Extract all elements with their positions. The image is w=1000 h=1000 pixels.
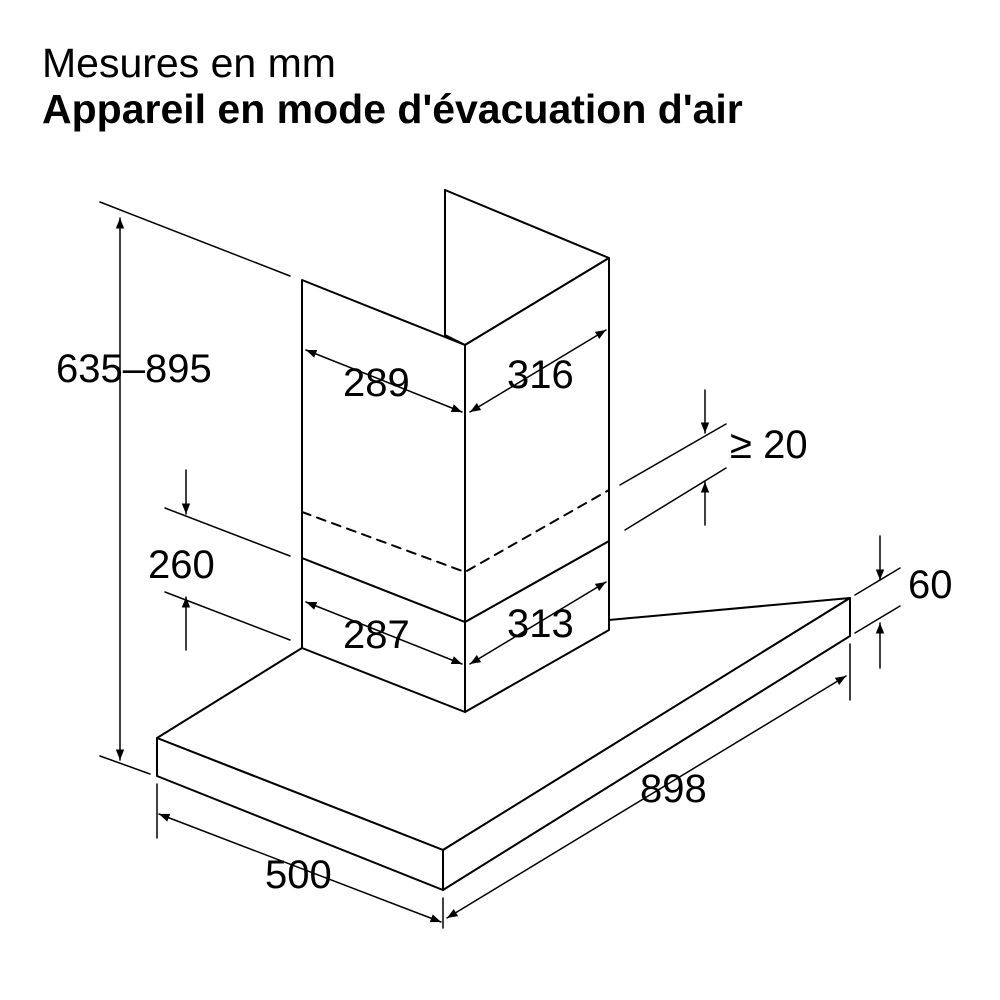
label-clearance: ≥ 20	[730, 423, 808, 467]
units-caption: Mesures en mm	[42, 40, 336, 86]
label-upper-depth: 316	[507, 353, 574, 397]
label-canopy-width: 898	[640, 767, 707, 811]
label-upper-width: 289	[343, 361, 410, 405]
label-lower-depth: 313	[507, 602, 574, 646]
dim-line-canopy-depth	[158, 813, 442, 923]
chimney-upper	[301, 189, 610, 623]
extension-lines	[99, 201, 901, 929]
label-canopy-depth: 500	[265, 853, 332, 897]
mode-caption: Appareil en mode d'évacuation d'air	[42, 86, 743, 132]
label-lower-width: 287	[343, 613, 410, 657]
dim-line-lower-depth	[469, 581, 607, 665]
dim-line-upper-depth	[469, 329, 607, 413]
label-total-height: 635–895	[56, 347, 212, 391]
dim-line-lower-width	[305, 601, 463, 665]
dimension-lines	[115, 217, 885, 923]
dim-line-upper-width	[305, 349, 463, 413]
dimension-labels: 635–895 289 316 ≥ 20 260 287 313 60 898 …	[56, 347, 953, 897]
chimney-overlap-dashed-line	[301, 489, 610, 573]
label-lower-height: 260	[148, 543, 215, 587]
dim-line-canopy-width	[446, 675, 847, 919]
label-canopy-thickness: 60	[908, 563, 953, 607]
